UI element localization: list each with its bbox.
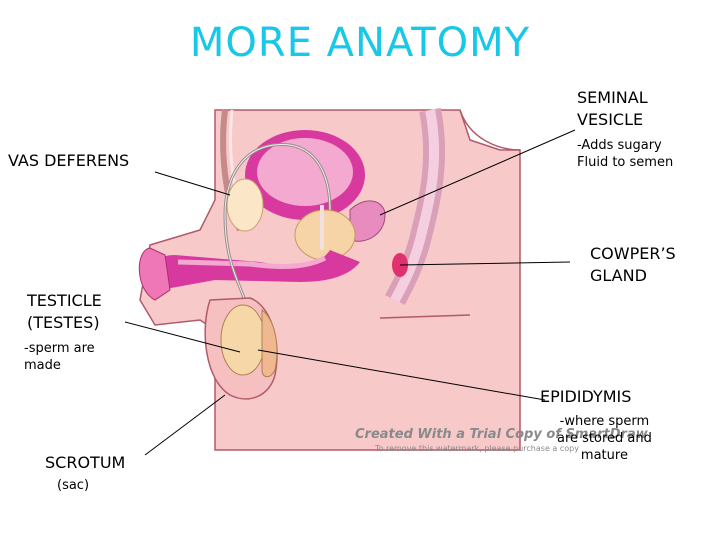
desc-scrotum: (sac) [57,478,90,493]
prostate [294,209,356,261]
pubic-bone [226,178,264,232]
leader-seminal-vesicle [379,129,576,216]
desc-testicle: -sperm are made [24,341,95,373]
desc-seminal-vesicle: -Adds sugary Fluid to semen [577,138,674,170]
label-vas-deferens: VAS DEFERENS [8,151,130,170]
epididymis [261,308,278,378]
watermark-line1: Created With a Trial Copy of SmartDraw [355,427,649,442]
glans [138,247,171,301]
leader-testicle [124,321,241,353]
penis-shaft [151,250,360,290]
label-testicle: TESTICLE (TESTES) [27,291,102,332]
leader-epididymis [257,349,546,401]
desc-epididymis: -where sperm are stored and mature [557,414,652,463]
label-epididymis: EPIDIDYMIS [540,387,632,406]
label-seminal-vesicle: SEMINAL VESICLE [577,88,648,129]
leader-cowpers-gland [399,261,571,266]
label-cowpers-gland: COWPER’S GLAND [590,244,676,285]
leader-scrotum [144,394,226,456]
label-scrotum: SCROTUM [45,453,126,472]
buttock-outline [459,109,521,151]
watermark-line2: To remove this watermark, please purchas… [374,444,579,453]
testicle [220,304,266,376]
page-title: MORE ANATOMY [189,20,531,66]
seminal-vesicle [349,200,386,242]
leader-vas-deferens [154,171,231,196]
